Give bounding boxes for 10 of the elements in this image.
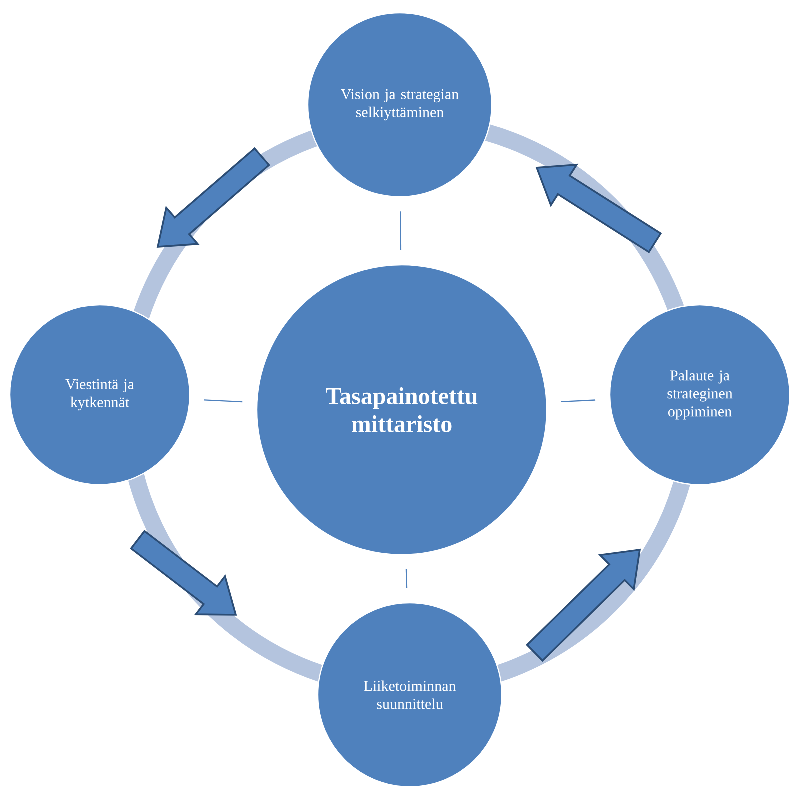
connector-line [406, 570, 408, 588]
block-arrow [130, 530, 238, 616]
circle-node: Viestintä ja kytkennät [9, 304, 191, 486]
circle-node: Vision ja strategian selkiyttäminen [307, 12, 493, 198]
connector-line [204, 400, 243, 403]
circle-node: Liiketoiminnan suunnittelu [317, 602, 503, 788]
circle-node: Tasapainotettu mittaristo [256, 264, 548, 556]
connector-line [561, 400, 596, 403]
connector-line [400, 212, 402, 250]
circle-node: Palaute ja strateginen oppiminen [609, 304, 791, 486]
